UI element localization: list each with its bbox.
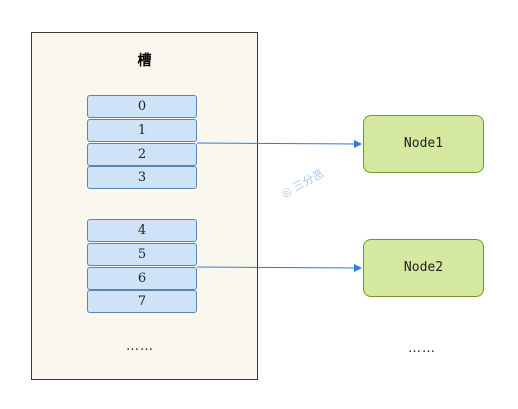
slot-6: 6 bbox=[87, 267, 197, 290]
slot-table-title: 槽 bbox=[137, 53, 152, 69]
slot-3: 3 bbox=[87, 166, 197, 189]
arrow-slot2-to-node1 bbox=[196, 139, 362, 148]
slot-0: 0 bbox=[87, 95, 197, 118]
node-2: Node2 bbox=[363, 239, 484, 297]
nodes-ellipsis: …… bbox=[408, 341, 436, 356]
slot-1: 1 bbox=[87, 119, 197, 142]
slot-7: 7 bbox=[87, 290, 197, 313]
node-1: Node1 bbox=[363, 115, 484, 173]
slot-2: 2 bbox=[87, 143, 197, 166]
arrow-slot6-to-node2 bbox=[196, 263, 362, 272]
slot-5: 5 bbox=[87, 243, 197, 266]
slot-4: 4 bbox=[87, 219, 197, 242]
slot-table-container bbox=[31, 32, 258, 380]
slots-ellipsis: …… bbox=[126, 339, 154, 354]
